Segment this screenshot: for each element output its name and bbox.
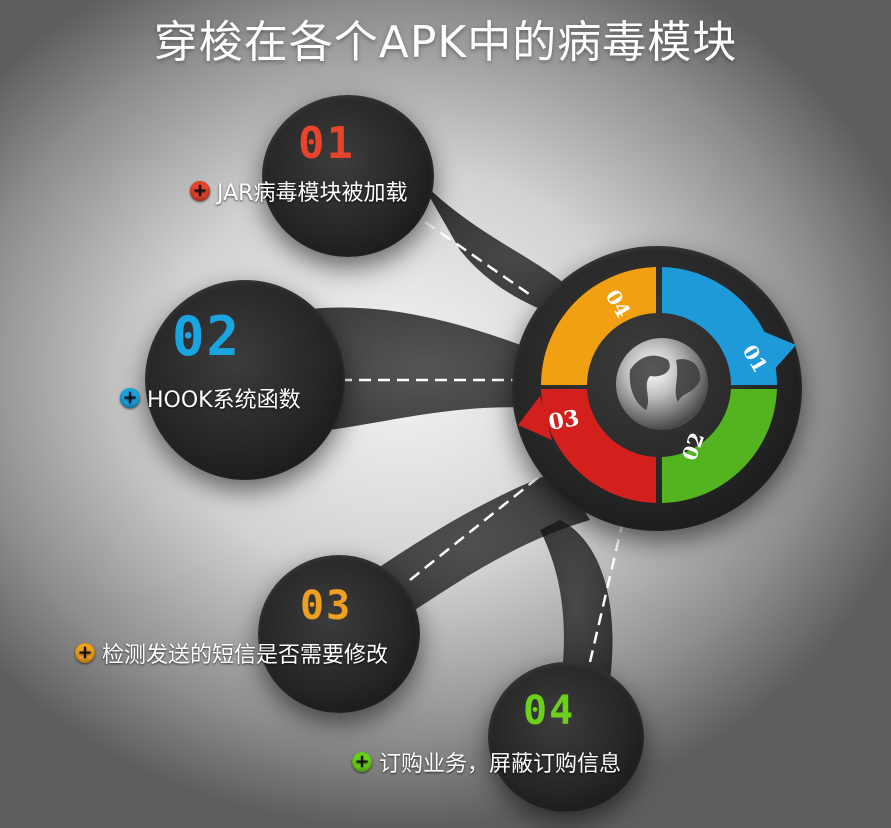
node-number-1: 01 xyxy=(298,118,355,169)
arrow-head-01 xyxy=(760,330,796,372)
arrow-head-02 xyxy=(672,452,706,494)
node-circle-1 xyxy=(262,95,434,257)
plus-icon: + xyxy=(352,752,372,772)
plus-icon: + xyxy=(190,181,210,201)
dashed-link-4 xyxy=(588,524,624,663)
node-number-4: 04 xyxy=(523,688,576,734)
node-label-3: + 检测发送的短信是否需要修改 xyxy=(75,637,388,669)
node-label-1: + JAR病毒模块被加载 xyxy=(190,175,407,207)
node-number-2: 02 xyxy=(172,305,242,368)
globe-continents xyxy=(629,355,701,410)
node-circle-2 xyxy=(145,280,345,480)
ring-label-03: 03 xyxy=(547,405,582,436)
ring-segment-01 xyxy=(662,267,777,385)
node-text-1: JAR病毒模块被加载 xyxy=(217,181,408,206)
node-text-4: 订购业务，屏蔽订购信息 xyxy=(379,752,622,777)
arrow-head-04 xyxy=(612,278,646,312)
node-circle-4 xyxy=(488,662,644,812)
node-text-2: HOOK系统函数 xyxy=(147,388,301,413)
plus-icon: + xyxy=(120,388,140,408)
connector-blob-3 xyxy=(360,470,590,620)
node-circle-3 xyxy=(258,555,420,713)
node-label-4: + 订购业务，屏蔽订购信息 xyxy=(352,746,621,778)
page-title: 穿梭在各个APK中的病毒模块 xyxy=(153,17,738,68)
dashed-link-1 xyxy=(424,220,533,298)
node-text-3: 检测发送的短信是否需要修改 xyxy=(102,643,389,668)
plus-icon: + xyxy=(75,643,95,663)
ring-segment-03 xyxy=(541,389,656,503)
connector-blob-4 xyxy=(540,520,613,690)
dashed-link-3 xyxy=(409,471,546,581)
node-number-3: 03 xyxy=(300,583,353,629)
arrow-head-03 xyxy=(518,396,552,440)
connector-blob-2 xyxy=(300,307,560,430)
node-label-2: + HOOK系统函数 xyxy=(120,382,301,414)
